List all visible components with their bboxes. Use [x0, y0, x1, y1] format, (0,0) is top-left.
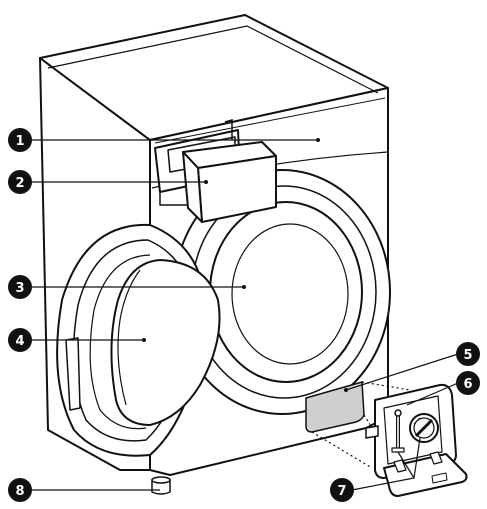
callout-5: 5: [456, 342, 480, 366]
drain-detail: [375, 385, 467, 496]
callout-6: 6: [456, 371, 480, 395]
rear-foot: [366, 426, 378, 438]
callout-7: 7: [330, 478, 354, 502]
callout-7-number: 7: [337, 484, 346, 499]
callout-8-number: 8: [15, 484, 24, 499]
callout-2-number: 2: [15, 176, 24, 191]
callout-3: 3: [8, 275, 32, 299]
callout-3-number: 3: [15, 281, 24, 296]
callout-2: 2: [8, 170, 32, 194]
callout-4-number: 4: [15, 334, 24, 349]
callout-5-number: 5: [463, 348, 472, 363]
callout-1: 1: [8, 128, 32, 152]
callout-4: 4: [8, 328, 32, 352]
drain-pump-filter: [410, 414, 438, 442]
callout-6-number: 6: [463, 377, 472, 392]
callout-8: 8: [8, 478, 32, 502]
callout-1-number: 1: [15, 134, 24, 149]
